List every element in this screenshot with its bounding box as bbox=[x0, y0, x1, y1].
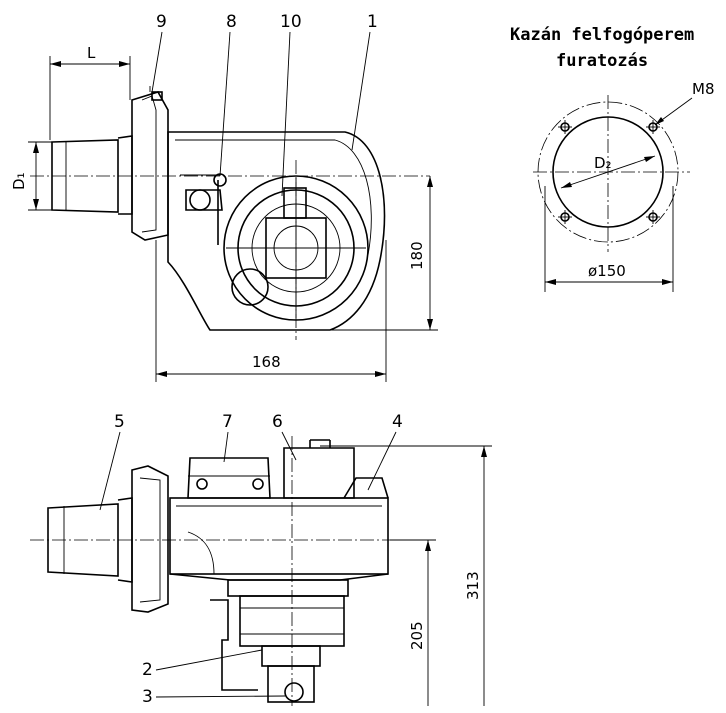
dim-205-label: 205 bbox=[408, 621, 426, 650]
callout-7: 7 bbox=[222, 412, 233, 432]
mounting-flange-plate bbox=[131, 91, 169, 241]
d1-label: D₁ bbox=[10, 172, 28, 190]
callout-9: 9 bbox=[156, 12, 167, 32]
d2-dimension-line bbox=[560, 155, 656, 189]
callout-2: 2 bbox=[142, 660, 153, 680]
m8-label: M8 bbox=[692, 80, 715, 98]
d2-label: D₂ bbox=[594, 154, 612, 172]
burner-housing bbox=[167, 131, 386, 331]
phi150-label: ø150 bbox=[588, 262, 626, 280]
callout-3: 3 bbox=[142, 687, 153, 707]
callout-5: 5 bbox=[114, 412, 125, 432]
mounting-flange-top bbox=[131, 465, 169, 613]
burner-side-view: 9 8 10 1 L D₁ 168 180 bbox=[10, 12, 438, 382]
flange-hole-pattern: D₂ M8 ø150 bbox=[533, 80, 715, 292]
callout-4: 4 bbox=[392, 412, 403, 432]
blast-tube-top bbox=[47, 503, 119, 577]
callout-6: 6 bbox=[272, 412, 283, 432]
blast-tube bbox=[51, 139, 119, 213]
callout-10: 10 bbox=[280, 12, 302, 32]
air-damper-knob bbox=[231, 268, 269, 306]
control-box bbox=[187, 457, 271, 499]
dim-313-label: 313 bbox=[464, 571, 482, 600]
callout-1: 1 bbox=[367, 12, 378, 32]
flange-title: Kazán felfogóperem furatozás bbox=[510, 25, 694, 71]
housing-top bbox=[169, 497, 389, 575]
dim-180-label: 180 bbox=[408, 241, 426, 270]
dim-168-label: 168 bbox=[252, 353, 281, 371]
motor-top bbox=[283, 447, 355, 499]
flange-title-line1: Kazán felfogóperem bbox=[510, 25, 694, 45]
callout-8: 8 bbox=[226, 12, 237, 32]
l-label: L bbox=[87, 44, 96, 62]
callout-9-leader bbox=[151, 31, 163, 93]
callout-1-leader bbox=[351, 31, 371, 151]
burner-top-view: 5 7 6 4 2 3 313 205 bbox=[30, 412, 492, 707]
bolt-holes bbox=[558, 120, 660, 224]
callout-8-leader bbox=[219, 31, 231, 177]
flange-title-line2: furatozás bbox=[556, 51, 648, 71]
callout-10-leader bbox=[281, 31, 291, 197]
